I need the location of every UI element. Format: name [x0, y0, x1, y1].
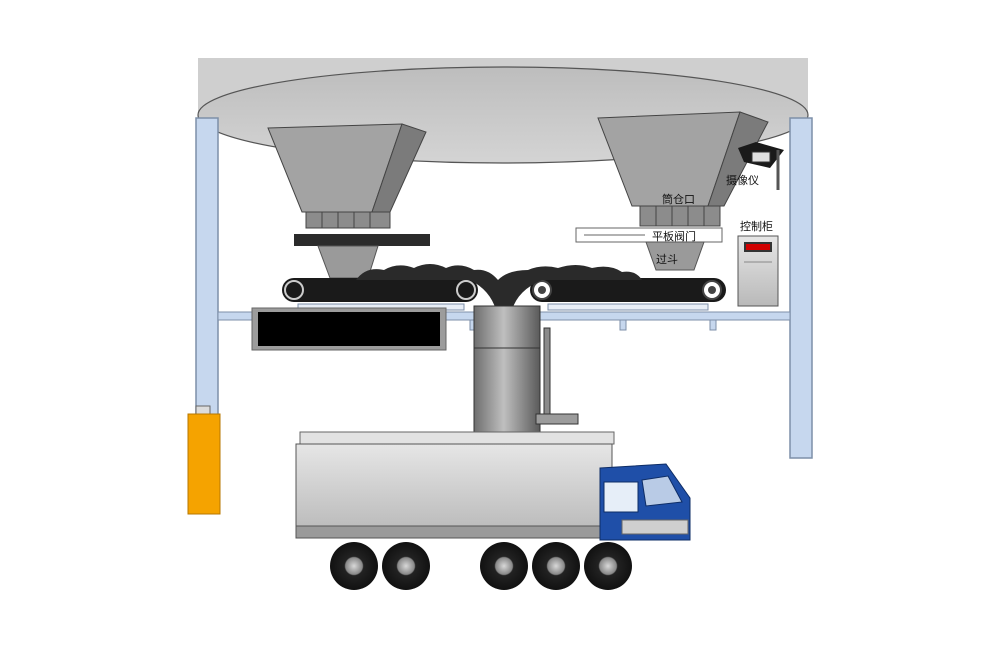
loading-chute	[473, 305, 579, 433]
right-conveyor	[530, 278, 726, 311]
label-hopper: 过斗	[656, 253, 678, 266]
label-camera: 摄像仪	[726, 173, 759, 187]
label-silo-outlet: 筒仓口	[662, 192, 695, 206]
left-hopper	[267, 123, 430, 279]
label-control-cabinet: 控制柜	[740, 219, 773, 233]
coal-on-belts	[356, 264, 642, 310]
right-column	[789, 117, 813, 459]
left-conveyor	[282, 278, 478, 311]
road-barrier	[187, 405, 221, 515]
camera-icon	[738, 142, 784, 190]
right-hopper	[575, 111, 769, 271]
truck-icon	[295, 431, 691, 590]
label-flat-gate: 平板阀门	[652, 229, 696, 243]
control-cabinet-icon	[737, 235, 779, 307]
display-panel	[251, 307, 447, 351]
